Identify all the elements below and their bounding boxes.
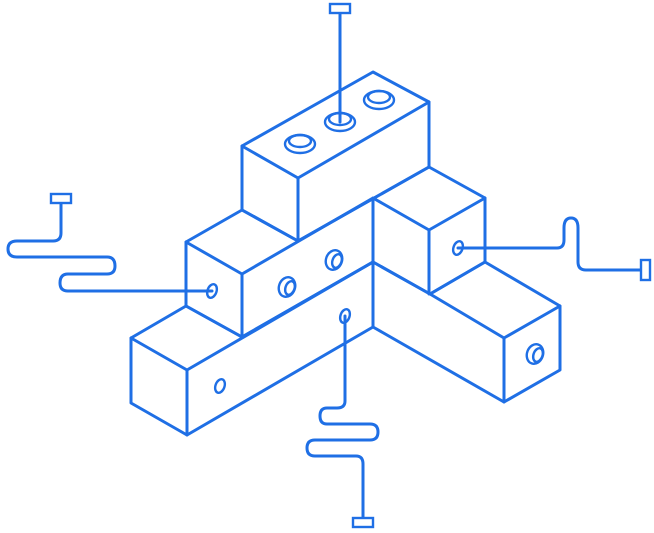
top-block-holes (283, 89, 396, 155)
base-hole-center (338, 308, 352, 324)
wire-top-tab (328, 2, 352, 15)
wire-left-tab (49, 192, 73, 205)
base-hole-right-inner (531, 347, 545, 363)
wire-right (456, 216, 643, 272)
base-block-edges (129, 260, 562, 437)
base-block (129, 260, 562, 437)
wire-bottom (305, 314, 380, 520)
middle-block (184, 165, 487, 339)
middle-block-hole-2-inner (330, 253, 344, 269)
wire-right-tab (639, 258, 652, 282)
right-cube-hole (451, 240, 465, 256)
middle-block-hole-1-inner (283, 280, 297, 296)
top-hole-1-inner (287, 133, 313, 149)
middle-block-edges (184, 196, 487, 339)
middle-block-outline (184, 165, 487, 339)
connector-wires (6, 2, 652, 529)
middle-block-hole-left (205, 283, 219, 299)
top-hole-3-inner (366, 89, 392, 105)
base-hole-left (213, 378, 227, 394)
top-block-edges (240, 100, 431, 243)
wire-bottom-tab (351, 516, 375, 529)
wire-left (6, 201, 214, 293)
